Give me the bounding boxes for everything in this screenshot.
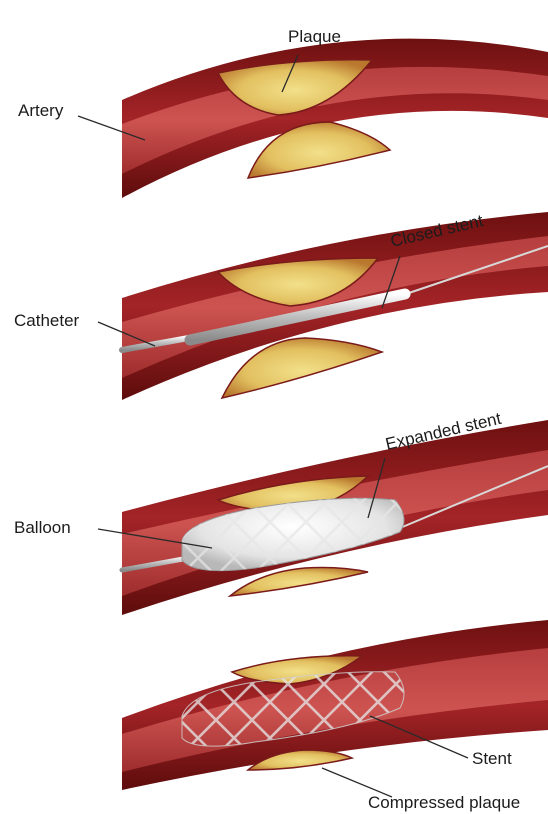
panel-1-artery-with-plaque [122, 39, 548, 198]
panel-3-balloon-expanded-stent [122, 420, 548, 615]
label-artery: Artery [18, 101, 64, 120]
label-plaque: Plaque [288, 27, 341, 46]
label-balloon: Balloon [14, 518, 71, 537]
label-catheter: Catheter [14, 311, 80, 330]
panel-2-catheter-closed-stent [122, 212, 548, 400]
label-stent: Stent [472, 749, 512, 768]
label-compressed-plaque: Compressed plaque [368, 793, 520, 812]
